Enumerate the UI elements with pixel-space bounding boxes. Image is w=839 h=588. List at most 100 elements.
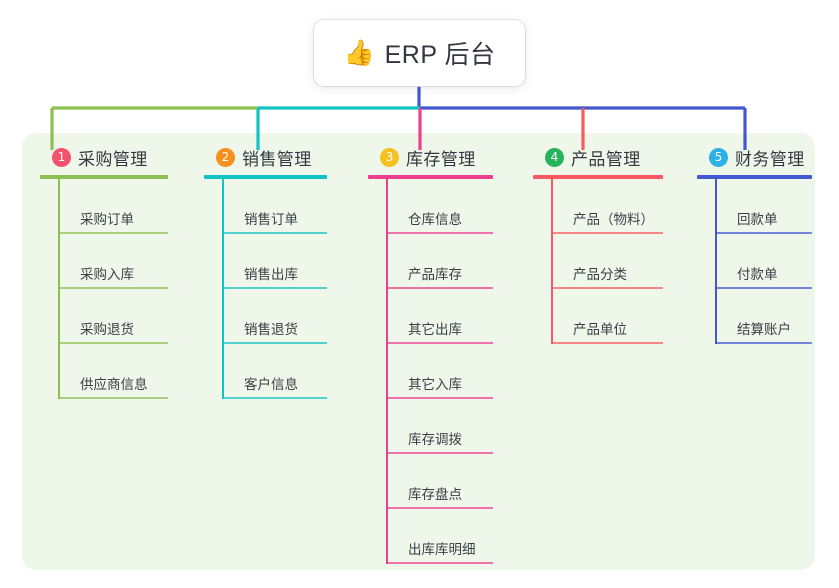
branch-item-list: 采购订单采购入库采购退货供应商信息	[58, 179, 168, 399]
branch-header-3[interactable]: 3 库存管理	[368, 145, 493, 169]
branch-item-label: 仓库信息	[408, 212, 462, 227]
branch-number-badge: 2	[216, 147, 235, 167]
branch-item-underline	[386, 452, 493, 454]
branch-item-underline	[715, 287, 812, 289]
branch-trunk-line	[58, 179, 60, 399]
branch-item-list: 回款单付款单结算账户	[715, 179, 812, 344]
branch-item-underline	[715, 342, 812, 344]
branch-item-underline	[386, 232, 493, 234]
branch-item-underline	[58, 342, 168, 344]
branch-item-label: 库存盘点	[408, 487, 462, 502]
branch-item-label: 销售订单	[244, 212, 298, 227]
branch-item-underline	[386, 397, 493, 399]
branch-item[interactable]: 回款单	[715, 179, 812, 234]
branch-item[interactable]: 结算账户	[715, 289, 812, 344]
branch-title: 采购管理	[78, 149, 148, 169]
branch-header-5[interactable]: 5 财务管理	[697, 145, 812, 169]
branch-item-underline	[386, 287, 493, 289]
branch-item-label: 产品分类	[573, 267, 627, 282]
branch-item-label: 客户信息	[244, 377, 298, 392]
branch-item-label: 结算账户	[737, 322, 791, 337]
branch-item-label: 采购订单	[80, 212, 134, 227]
branch-trunk-line	[551, 179, 553, 344]
branch-item-underline	[222, 342, 327, 344]
branch-item-label: 产品（物料）	[573, 212, 654, 227]
thumbs-up-icon: 👍	[343, 38, 375, 67]
branch-item-underline	[715, 232, 812, 234]
branch-item-underline	[551, 342, 663, 344]
branch-item-list: 产品（物料） 产品分类产品单位	[551, 179, 663, 344]
branch-number-badge: 4	[545, 147, 564, 167]
branch-title: 销售管理	[242, 149, 312, 169]
branch-item-label: 销售出库	[244, 267, 298, 282]
root-node-label: ERP 后台	[384, 41, 496, 69]
branch-item-label: 其它入库	[408, 377, 462, 392]
branch-underline	[533, 175, 663, 179]
branch-item[interactable]: 产品分类	[551, 234, 663, 289]
branch-item-label: 销售退货	[244, 322, 298, 337]
branch-item-underline	[222, 287, 327, 289]
branch-item-label: 出库库明细	[408, 542, 476, 557]
branch-item-underline	[386, 562, 493, 564]
branch-trunk-line	[222, 179, 224, 399]
branch-item[interactable]: 销售订单	[222, 179, 327, 234]
branch-item-label: 回款单	[737, 212, 778, 227]
branch-item-label: 产品单位	[573, 322, 627, 337]
branch-item-label: 采购入库	[80, 267, 134, 282]
branch-number-badge: 1	[52, 147, 71, 167]
branch-item[interactable]: 库存盘点	[386, 454, 493, 509]
branch-item[interactable]: 供应商信息	[58, 344, 168, 399]
branch-item-underline	[222, 232, 327, 234]
branch-item[interactable]: 出库库明细	[386, 509, 493, 564]
branch-item[interactable]: 产品库存	[386, 234, 493, 289]
branch-item[interactable]: 采购退货	[58, 289, 168, 344]
branch-panel-background	[22, 133, 815, 570]
branch-item[interactable]: 仓库信息	[386, 179, 493, 234]
branch-item-list: 销售订单销售出库销售退货客户信息	[222, 179, 327, 399]
branch-item[interactable]: 客户信息	[222, 344, 327, 399]
branch-column-4: 4 产品管理产品（物料） 产品分类产品单位	[533, 145, 663, 344]
branch-item[interactable]: 销售退货	[222, 289, 327, 344]
branch-item-underline	[58, 232, 168, 234]
branch-underline	[368, 175, 493, 179]
branch-item[interactable]: 库存调拨	[386, 399, 493, 454]
branch-item-label: 库存调拨	[408, 432, 462, 447]
branch-column-2: 2 销售管理销售订单销售出库销售退货客户信息	[204, 145, 327, 399]
root-node[interactable]: 👍 ERP 后台	[314, 20, 525, 86]
branch-item[interactable]: 采购入库	[58, 234, 168, 289]
branch-underline	[204, 175, 327, 179]
branch-item-underline	[58, 287, 168, 289]
branch-trunk-line	[386, 179, 388, 564]
branch-item[interactable]: 产品（物料）	[551, 179, 663, 234]
branch-underline	[697, 175, 812, 179]
branch-trunk-line	[715, 179, 717, 344]
branch-item[interactable]: 销售出库	[222, 234, 327, 289]
branch-item-underline	[551, 287, 663, 289]
branch-item-underline	[386, 342, 493, 344]
branch-title: 库存管理	[406, 149, 476, 169]
branch-item-label: 付款单	[737, 267, 778, 282]
branch-header-1[interactable]: 1 采购管理	[40, 145, 168, 169]
branch-item[interactable]: 产品单位	[551, 289, 663, 344]
branch-column-5: 5 财务管理回款单付款单结算账户	[697, 145, 812, 344]
branch-title: 产品管理	[571, 149, 641, 169]
branch-item[interactable]: 付款单	[715, 234, 812, 289]
branch-item-label: 其它出库	[408, 322, 462, 337]
branch-item-underline	[551, 232, 663, 234]
branch-underline	[40, 175, 168, 179]
branch-number-badge: 5	[709, 147, 728, 167]
branch-item-list: 仓库信息产品库存其它出库其它入库库存调拨库存盘点出库库明细	[386, 179, 493, 564]
branch-item-underline	[386, 507, 493, 509]
branch-item-label: 产品库存	[408, 267, 462, 282]
branch-item[interactable]: 采购订单	[58, 179, 168, 234]
branch-column-1: 1 采购管理采购订单采购入库采购退货供应商信息	[40, 145, 168, 399]
branch-item-label: 采购退货	[80, 322, 134, 337]
branch-number-badge: 3	[380, 147, 399, 167]
branch-header-4[interactable]: 4 产品管理	[533, 145, 663, 169]
branch-item-underline	[58, 397, 168, 399]
branch-item[interactable]: 其它入库	[386, 344, 493, 399]
branch-header-2[interactable]: 2 销售管理	[204, 145, 327, 169]
branch-item[interactable]: 其它出库	[386, 289, 493, 344]
branch-title: 财务管理	[735, 149, 805, 169]
